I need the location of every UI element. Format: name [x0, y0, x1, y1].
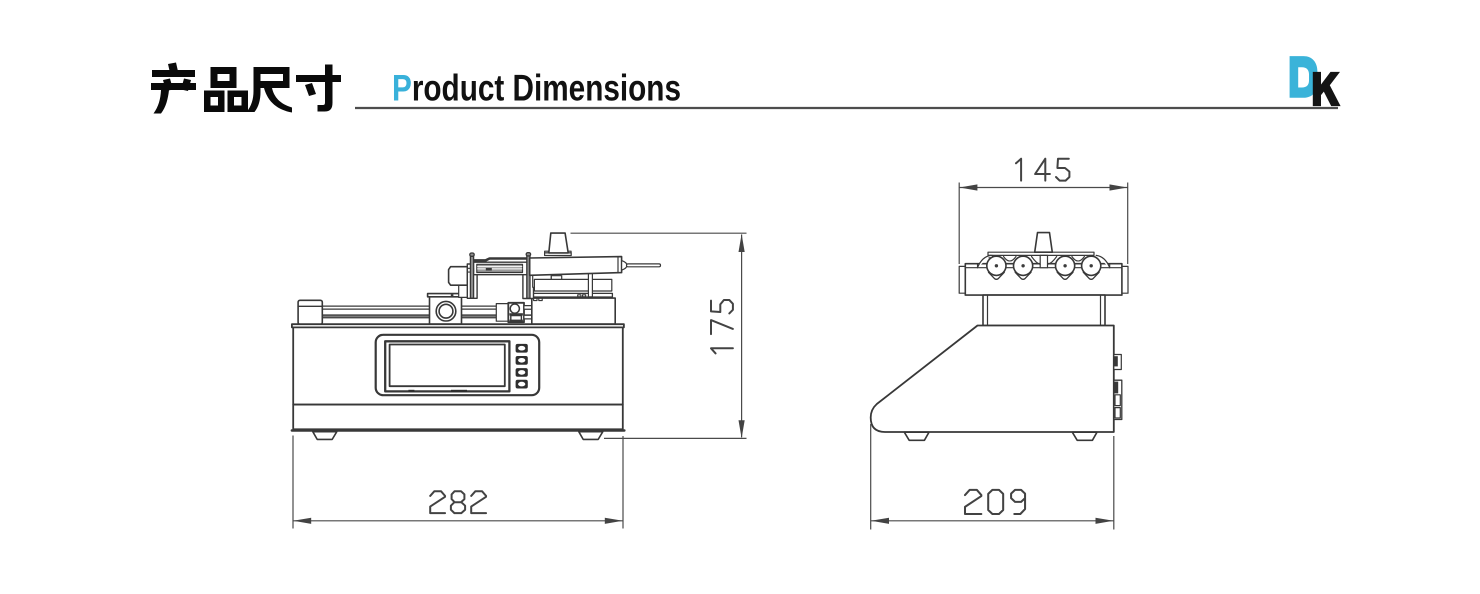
svg-text:Product Dimensions: Product Dimensions [392, 68, 681, 109]
